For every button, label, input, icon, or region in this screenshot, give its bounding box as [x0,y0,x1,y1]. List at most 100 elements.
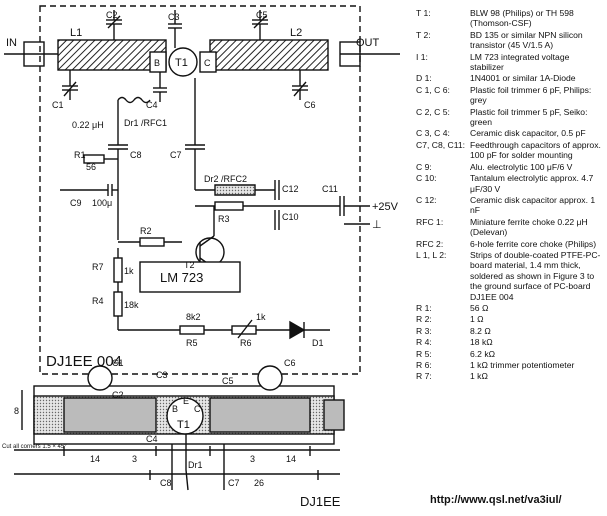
c9-label: C9 [70,198,82,208]
c5-label: C5 [256,10,268,20]
parts-list-item: RFC 2:6-hole ferrite core choke (Philips… [416,239,605,249]
parts-list-item: C 9:Alu. electrolytic 100 μF/6 V [416,162,605,172]
c12-label: C12 [282,184,299,194]
part-description: 6-hole ferrite core choke (Philips) [470,238,597,249]
part-ref: C 9: [416,161,432,172]
parts-list-item: T 1:BLW 98 (Philips) or TH 598 (Thomson-… [416,8,605,29]
r6-value: 1k [256,312,266,322]
layout-t1-label: T1 [177,419,190,431]
c11-label: C11 [322,184,338,194]
r3-label: R3 [218,214,230,224]
part-ref: RFC 1: [416,216,444,227]
c4-label: C4 [146,100,158,110]
part-ref: R 7: [416,371,432,382]
l2-label: L2 [290,27,302,39]
part-description: 56 Ω [470,302,489,313]
parts-list-item: C 1, C 6: Plastic foil trimmer 6 pF, Phil… [416,85,605,106]
l2-strip [209,39,329,71]
part-description: Miniature ferrite choke 0.22 μH (Delevan… [470,216,588,238]
part-description: Plastic foil trimmer 6 pF, Philips: grey [470,84,592,106]
dim-14-right: 14 [286,454,296,464]
parts-list-item: R 1:56 Ω [416,303,605,313]
enclosure-outline [39,5,361,375]
part-description: Feedthrough capacitors of approx. 100 pF… [470,139,601,161]
part-description: Ceramic disk capacitor, 0.5 pF [470,128,586,139]
part-ref: C7, C8, C11: [416,139,466,150]
dim-26: 26 [254,478,264,488]
parts-list-item: R 6:1 kΩ trimmer potentiometer [416,360,605,370]
r7-value: 1k [124,266,134,276]
parts-list-item: C 2, C 5:Plastic foil trimmer 5 pF, Seik… [416,107,605,128]
parts-list-item: R 5:6.2 kΩ [416,349,605,359]
layout-designator: DJ1EE [300,494,341,509]
part-description: 1 kΩ trimmer potentiometer [470,360,575,370]
part-description: 1 kΩ [470,371,488,382]
dim-14-left: 14 [90,454,100,464]
part-description: 18 kΩ [470,337,493,348]
parts-list-item: C 3, C 4:Ceramic disk capacitor, 0.5 pF [416,128,605,138]
r1-value: 56 [86,162,96,172]
dim-8: 8 [14,406,19,416]
c10-label: C10 [282,212,299,222]
layout-c2-label: C2 [112,390,124,400]
l1-strip [57,39,167,71]
supply-label: +25V [372,201,399,213]
parts-list-item: RFC 1: Miniature ferrite choke 0.22 μH (D… [416,217,605,238]
output-label: OUT [356,37,380,49]
dr2-label: Dr2 /RFC2 [204,174,247,184]
d1-label: D1 [312,338,324,348]
part-description: BD 135 or similar NPN silicon transistor… [470,29,583,51]
layout-c-label: C [194,404,201,414]
part-ref: C 10: [416,173,437,184]
c2-label: C2 [106,10,118,20]
l1-label: L1 [70,27,82,39]
r5-label: R5 [186,338,198,348]
parts-list-item: R 7: 1 kΩ [416,371,605,381]
parts-list-item: C 10:Tantalum electrolytic approx. 4.7 μ… [416,173,605,194]
r2-label: R2 [140,226,152,236]
dr1-label: Dr1 /RFC1 [124,118,167,128]
layout-c5-label: C5 [222,376,234,386]
part-ref: R 3: [416,325,432,336]
r4-label: R4 [92,296,104,306]
part-description: Ceramic disk capacitor approx. 1 nF [470,194,596,216]
parts-list-item: R 2:1 Ω [416,314,605,324]
r4-value: 18k [124,300,139,310]
schematic-diagram: IN OUT C2 C3 C5 L1 L2 T1 B C C1 C4 C6 0.… [2,5,400,509]
parts-list-item: I 1: LM 723 integrated voltage stabilizer [416,52,605,73]
part-description: Plastic foil trimmer 5 pF, Seiko: green [470,106,588,128]
c8-label: C8 [130,150,142,160]
part-ref: L 1, L 2: [416,249,447,260]
t1-b-label: B [154,58,160,68]
c9-value: 100μ [92,198,112,208]
part-ref: R 4: [416,337,432,348]
choke-value: 0.22 μH [72,120,104,130]
part-description: 8.2 Ω [470,325,491,336]
r7-label: R7 [92,262,104,272]
input-label: IN [6,37,17,49]
c1-label: C1 [52,100,64,110]
ic-label: LM 723 [160,270,203,285]
parts-list-item: C 12:Ceramic disk capacitor approx. 1 nF [416,195,605,216]
part-ref: I 1: [416,51,428,62]
source-url[interactable]: http://www.qsl.net/va3iul/ [430,494,562,506]
part-ref: C 1, C 6: [416,84,450,95]
c6-label: C6 [304,100,316,110]
parts-list-item: T 2:BD 135 or similar NPN silicon transi… [416,30,605,51]
t1-label: T1 [175,57,188,69]
layout-c4-label: C4 [146,434,158,444]
c7-label: C7 [170,150,182,160]
part-description: Strips of double-coated PTFE-PC-board ma… [470,249,601,302]
schematic-designator: DJ1EE 004 [46,353,122,370]
r5-value: 8k2 [186,312,201,322]
part-description: LM 723 integrated voltage stabilizer [470,51,570,73]
parts-list-item: R 4: 18 kΩ [416,337,605,347]
parts-list-item: L 1, L 2: Strips of double-coated PTFE-PC… [416,250,605,302]
part-description: 1 Ω [470,314,484,325]
parts-list-item: D 1:1N4001 or similar 1A-Diode [416,73,605,83]
part-description: 1N4001 or similar 1A-Diode [470,73,576,84]
dim-3-left: 3 [132,454,137,464]
r6-label: R6 [240,338,252,348]
layout-c1-label: C1 [112,358,124,368]
t2-label: T2 [184,260,195,270]
